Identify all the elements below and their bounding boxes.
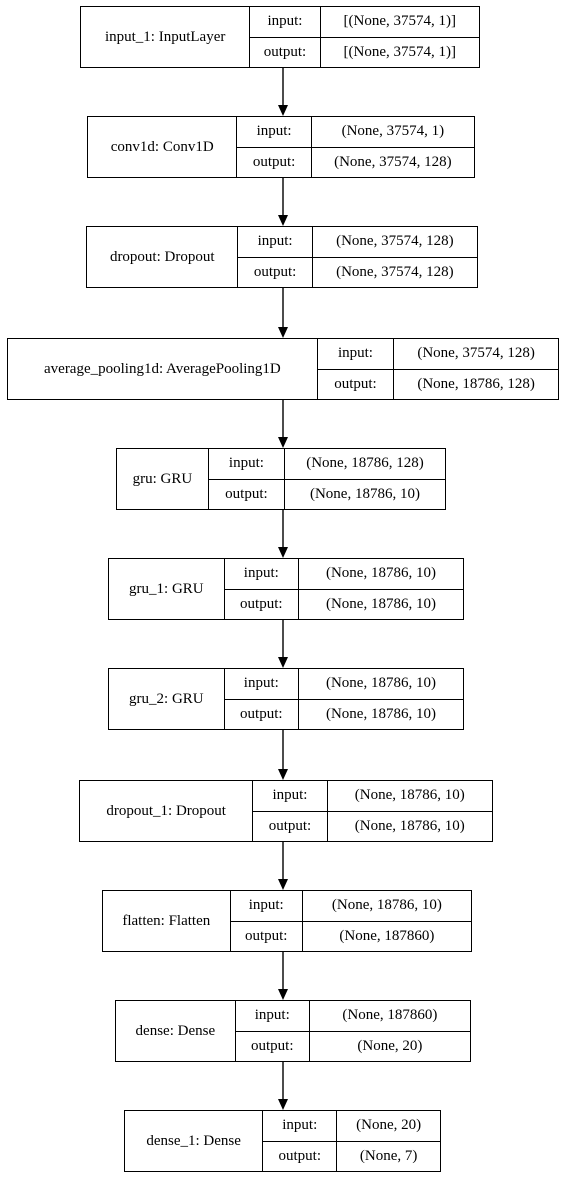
input-shape: (None, 18786, 10) (327, 781, 492, 812)
output-label: output: (334, 375, 377, 392)
output-label: output: (278, 1147, 322, 1164)
output-label: output: (250, 1037, 294, 1054)
layer-name: gru_1: GRU (109, 559, 225, 619)
input-label: input: (235, 1001, 309, 1032)
output-shape: (None, 37574, 128) (336, 263, 454, 280)
input-label: input: (208, 449, 284, 480)
layer-name: average_pooling1d: AveragePooling1D (8, 339, 318, 399)
output-shape: (None, 187860) (339, 927, 435, 944)
output-label: output: (253, 263, 297, 280)
output-shape: (None, 18786, 10) (325, 595, 436, 612)
input-shape: (None, 20) (337, 1111, 440, 1142)
arrowhead (278, 657, 288, 668)
input-label: input: (238, 227, 312, 258)
output-label: output: (268, 817, 312, 834)
layer-name: dense_1: Dense (125, 1111, 264, 1171)
output-label: output: (263, 43, 307, 60)
output-shape: (None, 18786, 10) (309, 485, 420, 502)
input-shape: [(None, 37574, 1)] (320, 7, 479, 38)
arrowhead (278, 105, 288, 116)
output-shape: (None, 20) (357, 1037, 423, 1054)
arrowhead (278, 989, 288, 1000)
input-shape: (None, 187860) (309, 1001, 471, 1032)
input-label: input: (224, 559, 298, 590)
arrowhead (278, 879, 288, 890)
input-shape: (None, 37574, 128) (312, 227, 478, 258)
input-shape: (None, 18786, 10) (302, 891, 471, 922)
output-shape: (None, 18786, 10) (354, 817, 465, 834)
output-shape: (None, 18786, 10) (325, 705, 436, 722)
layer-name: input_1: InputLayer (81, 7, 251, 67)
layer-name: dense: Dense (116, 1001, 236, 1061)
input-shape: (None, 37574, 128) (394, 339, 558, 370)
layer-name: dropout: Dropout (87, 227, 239, 287)
output-label: output: (240, 705, 283, 722)
output-label: output: (225, 485, 268, 502)
arrowhead (278, 437, 288, 448)
arrowhead (278, 215, 288, 226)
input-shape: (None, 37574, 1) (311, 117, 474, 148)
output-shape: (None, 7) (359, 1147, 418, 1164)
arrowhead (278, 1099, 288, 1110)
output-shape: (None, 18786, 128) (417, 375, 535, 392)
layer-name: conv1d: Conv1D (88, 117, 238, 177)
input-label: input: (253, 781, 327, 812)
input-label: input: (237, 117, 311, 148)
arrowhead (278, 327, 288, 338)
arrowhead (278, 769, 288, 780)
arrowhead (278, 547, 288, 558)
layer-name: gru: GRU (117, 449, 209, 509)
layer-name: gru_2: GRU (109, 669, 225, 729)
output-label: output: (244, 927, 288, 944)
output-shape: (None, 37574, 128) (334, 153, 452, 170)
input-label: input: (250, 7, 320, 38)
layer-name: dropout_1: Dropout (80, 781, 254, 841)
input-label: input: (263, 1111, 337, 1142)
output-shape: [(None, 37574, 1)] (343, 43, 457, 60)
input-shape: (None, 18786, 10) (298, 559, 464, 590)
input-shape: (None, 18786, 128) (284, 449, 445, 480)
input-label: input: (224, 669, 298, 700)
layer-name: flatten: Flatten (103, 891, 231, 951)
input-shape: (None, 18786, 10) (298, 669, 464, 700)
input-label: input: (317, 339, 394, 370)
output-label: output: (240, 595, 283, 612)
input-label: input: (230, 891, 302, 922)
output-label: output: (252, 153, 296, 170)
